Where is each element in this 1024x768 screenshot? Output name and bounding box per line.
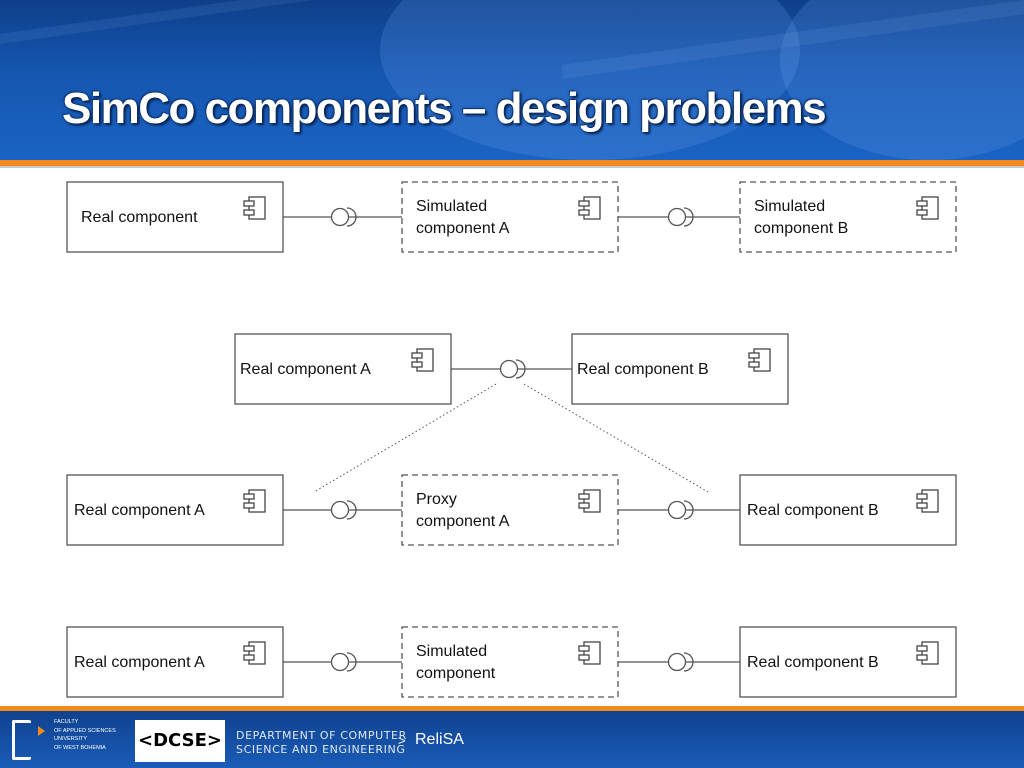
provided-interface	[330, 500, 350, 520]
row4-middle-label-1: Simulated	[416, 643, 487, 660]
row3-middle-label-1: Proxy	[416, 491, 457, 508]
row3-left-label: Real component A	[74, 502, 205, 519]
provided-interface	[330, 207, 350, 227]
simulated-component-box	[739, 181, 957, 253]
provided-interface	[667, 500, 687, 520]
provided-interface	[667, 652, 687, 672]
component-box	[739, 474, 957, 546]
row1-right-label-2: component B	[754, 220, 848, 237]
project-name: ReliSA	[415, 731, 464, 748]
proxy-component-box	[401, 474, 619, 546]
row4-right-label: Real component B	[747, 654, 879, 671]
row4-middle-label-2: component	[416, 665, 496, 682]
dcse-logo-text: <DCSE>	[138, 730, 222, 751]
row1-left-label: Real component	[81, 209, 198, 226]
header-divider	[0, 160, 1024, 166]
expansion-line-left	[313, 383, 497, 493]
row1-right-label-1: Simulated	[754, 198, 825, 215]
row4-left-label: Real component A	[74, 654, 205, 671]
provided-interface	[499, 359, 519, 379]
provided-interface	[667, 207, 687, 227]
provided-interface	[330, 652, 350, 672]
row2-left-label: Real component A	[240, 361, 371, 378]
university-logo-mark	[12, 720, 31, 760]
component-box	[66, 181, 284, 253]
component-box	[739, 626, 957, 698]
row2-right-label: Real component B	[577, 361, 709, 378]
row3-middle-label-2: component A	[416, 513, 510, 530]
arrow-icon	[38, 726, 45, 736]
slide-title: SimCo components – design problems	[62, 84, 827, 133]
header-divider-shadow	[0, 166, 1024, 168]
row1-middle-label-1: Simulated	[416, 198, 487, 215]
department-name: DEPARTMENT OF COMPUTER SCIENCE AND ENGIN…	[236, 729, 407, 756]
row1-middle-label-2: component A	[416, 220, 510, 237]
breadcrumb-separator: >	[398, 733, 406, 748]
dcse-logo: <DCSE>	[135, 720, 225, 762]
component-box	[571, 333, 789, 405]
faculty-text: FACULTY OF APPLIED SCIENCES UNIVERSITY O…	[54, 719, 116, 751]
footer-divider	[0, 706, 1024, 711]
header-banner	[0, 0, 1024, 160]
faculty-logo: FACULTY OF APPLIED SCIENCES UNIVERSITY O…	[8, 716, 126, 762]
component-box	[234, 333, 452, 405]
row3-right-label: Real component B	[747, 502, 879, 519]
